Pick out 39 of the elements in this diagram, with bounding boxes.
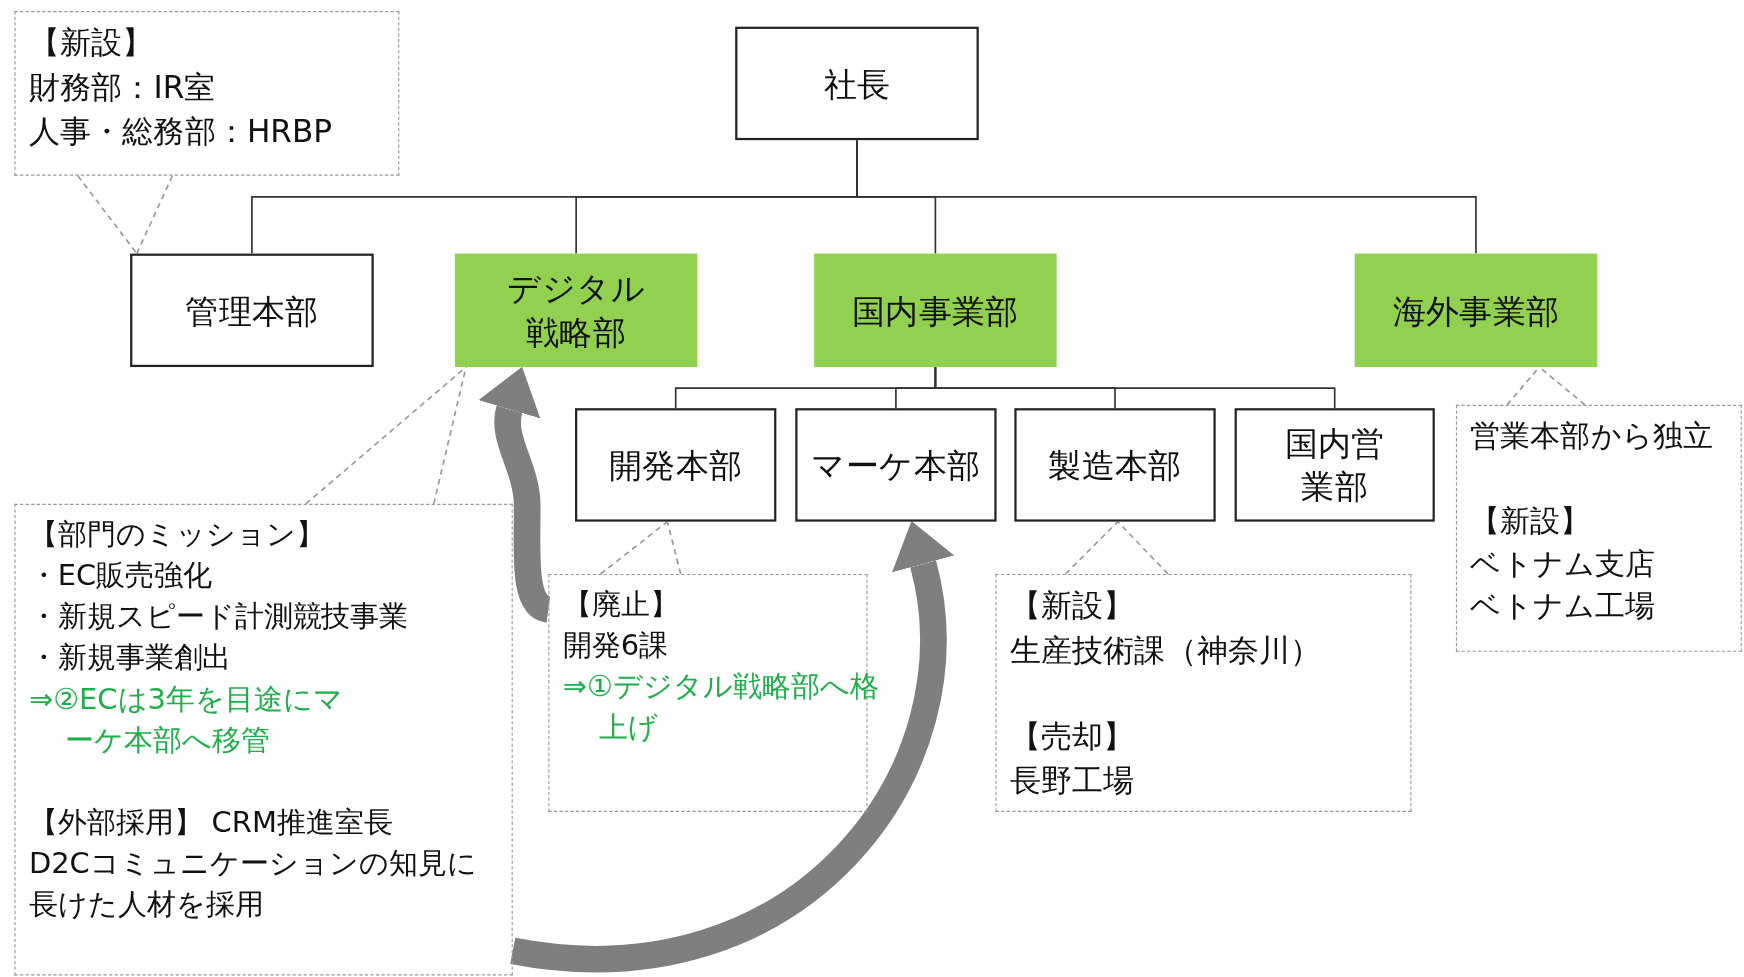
callout-heading: 【新設】	[1009, 586, 1135, 626]
curved-arrow	[511, 520, 955, 973]
org-box: 海外事業部	[1354, 253, 1598, 368]
callout-text: ・新規スピード計測競技事業	[28, 598, 409, 635]
connector-line	[934, 366, 1336, 410]
callout-pointer	[77, 174, 174, 255]
callout-text: 【売却】	[1009, 716, 1135, 757]
callout-text: D2Cコミュニケーションの知見に長けた人材を採用	[28, 845, 478, 924]
org-box: 国内事業部	[814, 253, 1057, 368]
callout-text: 生産技術課（神奈川）	[1009, 630, 1322, 671]
callout-pointer	[1064, 520, 1169, 575]
callout-text: ⇒①デジタル戦略部へ格上げ	[562, 668, 880, 746]
callout-text: ・EC販売強化	[28, 557, 212, 594]
org-box: デジタル戦略部	[454, 253, 698, 368]
callout-text: ベトナム支店	[1470, 544, 1655, 583]
callout-pointer	[1506, 366, 1586, 406]
callout-box	[995, 573, 1412, 812]
org-box: 国内営業部	[1234, 408, 1435, 522]
org-box: 管理本部	[130, 253, 374, 368]
callout-text: 財務部：IR室	[28, 67, 216, 108]
org-box: 製造本部	[1014, 408, 1216, 522]
callout-heading: 【部門のミッション】	[28, 516, 325, 553]
callout-heading: 【新設】	[28, 23, 154, 64]
callout-text: 長野工場	[1009, 761, 1135, 801]
callout-pointer	[599, 520, 682, 575]
callout-text: ⇒②ECは3年を目途にマーケ本部へ移管	[28, 680, 344, 758]
callout-text: 開発6課	[562, 627, 668, 664]
org-box: 社長	[735, 26, 979, 141]
org-box: 開発本部	[575, 408, 777, 522]
callout-text: ・新規事業創出	[28, 639, 232, 676]
curved-arrow	[477, 365, 553, 623]
callout-text: ベトナム工場	[1470, 587, 1655, 625]
callout-text: 人事・総務部：HRBP	[28, 111, 333, 152]
callout-text: 【新設】	[1470, 502, 1591, 540]
callout-box	[1455, 404, 1742, 652]
callout-text: 【外部採用】 CRM推進室長	[28, 804, 393, 842]
callout-heading: 【廃止】	[562, 586, 679, 623]
org-box: マーケ本部	[795, 408, 997, 522]
callout-heading: 営業本部から独立	[1470, 417, 1713, 455]
